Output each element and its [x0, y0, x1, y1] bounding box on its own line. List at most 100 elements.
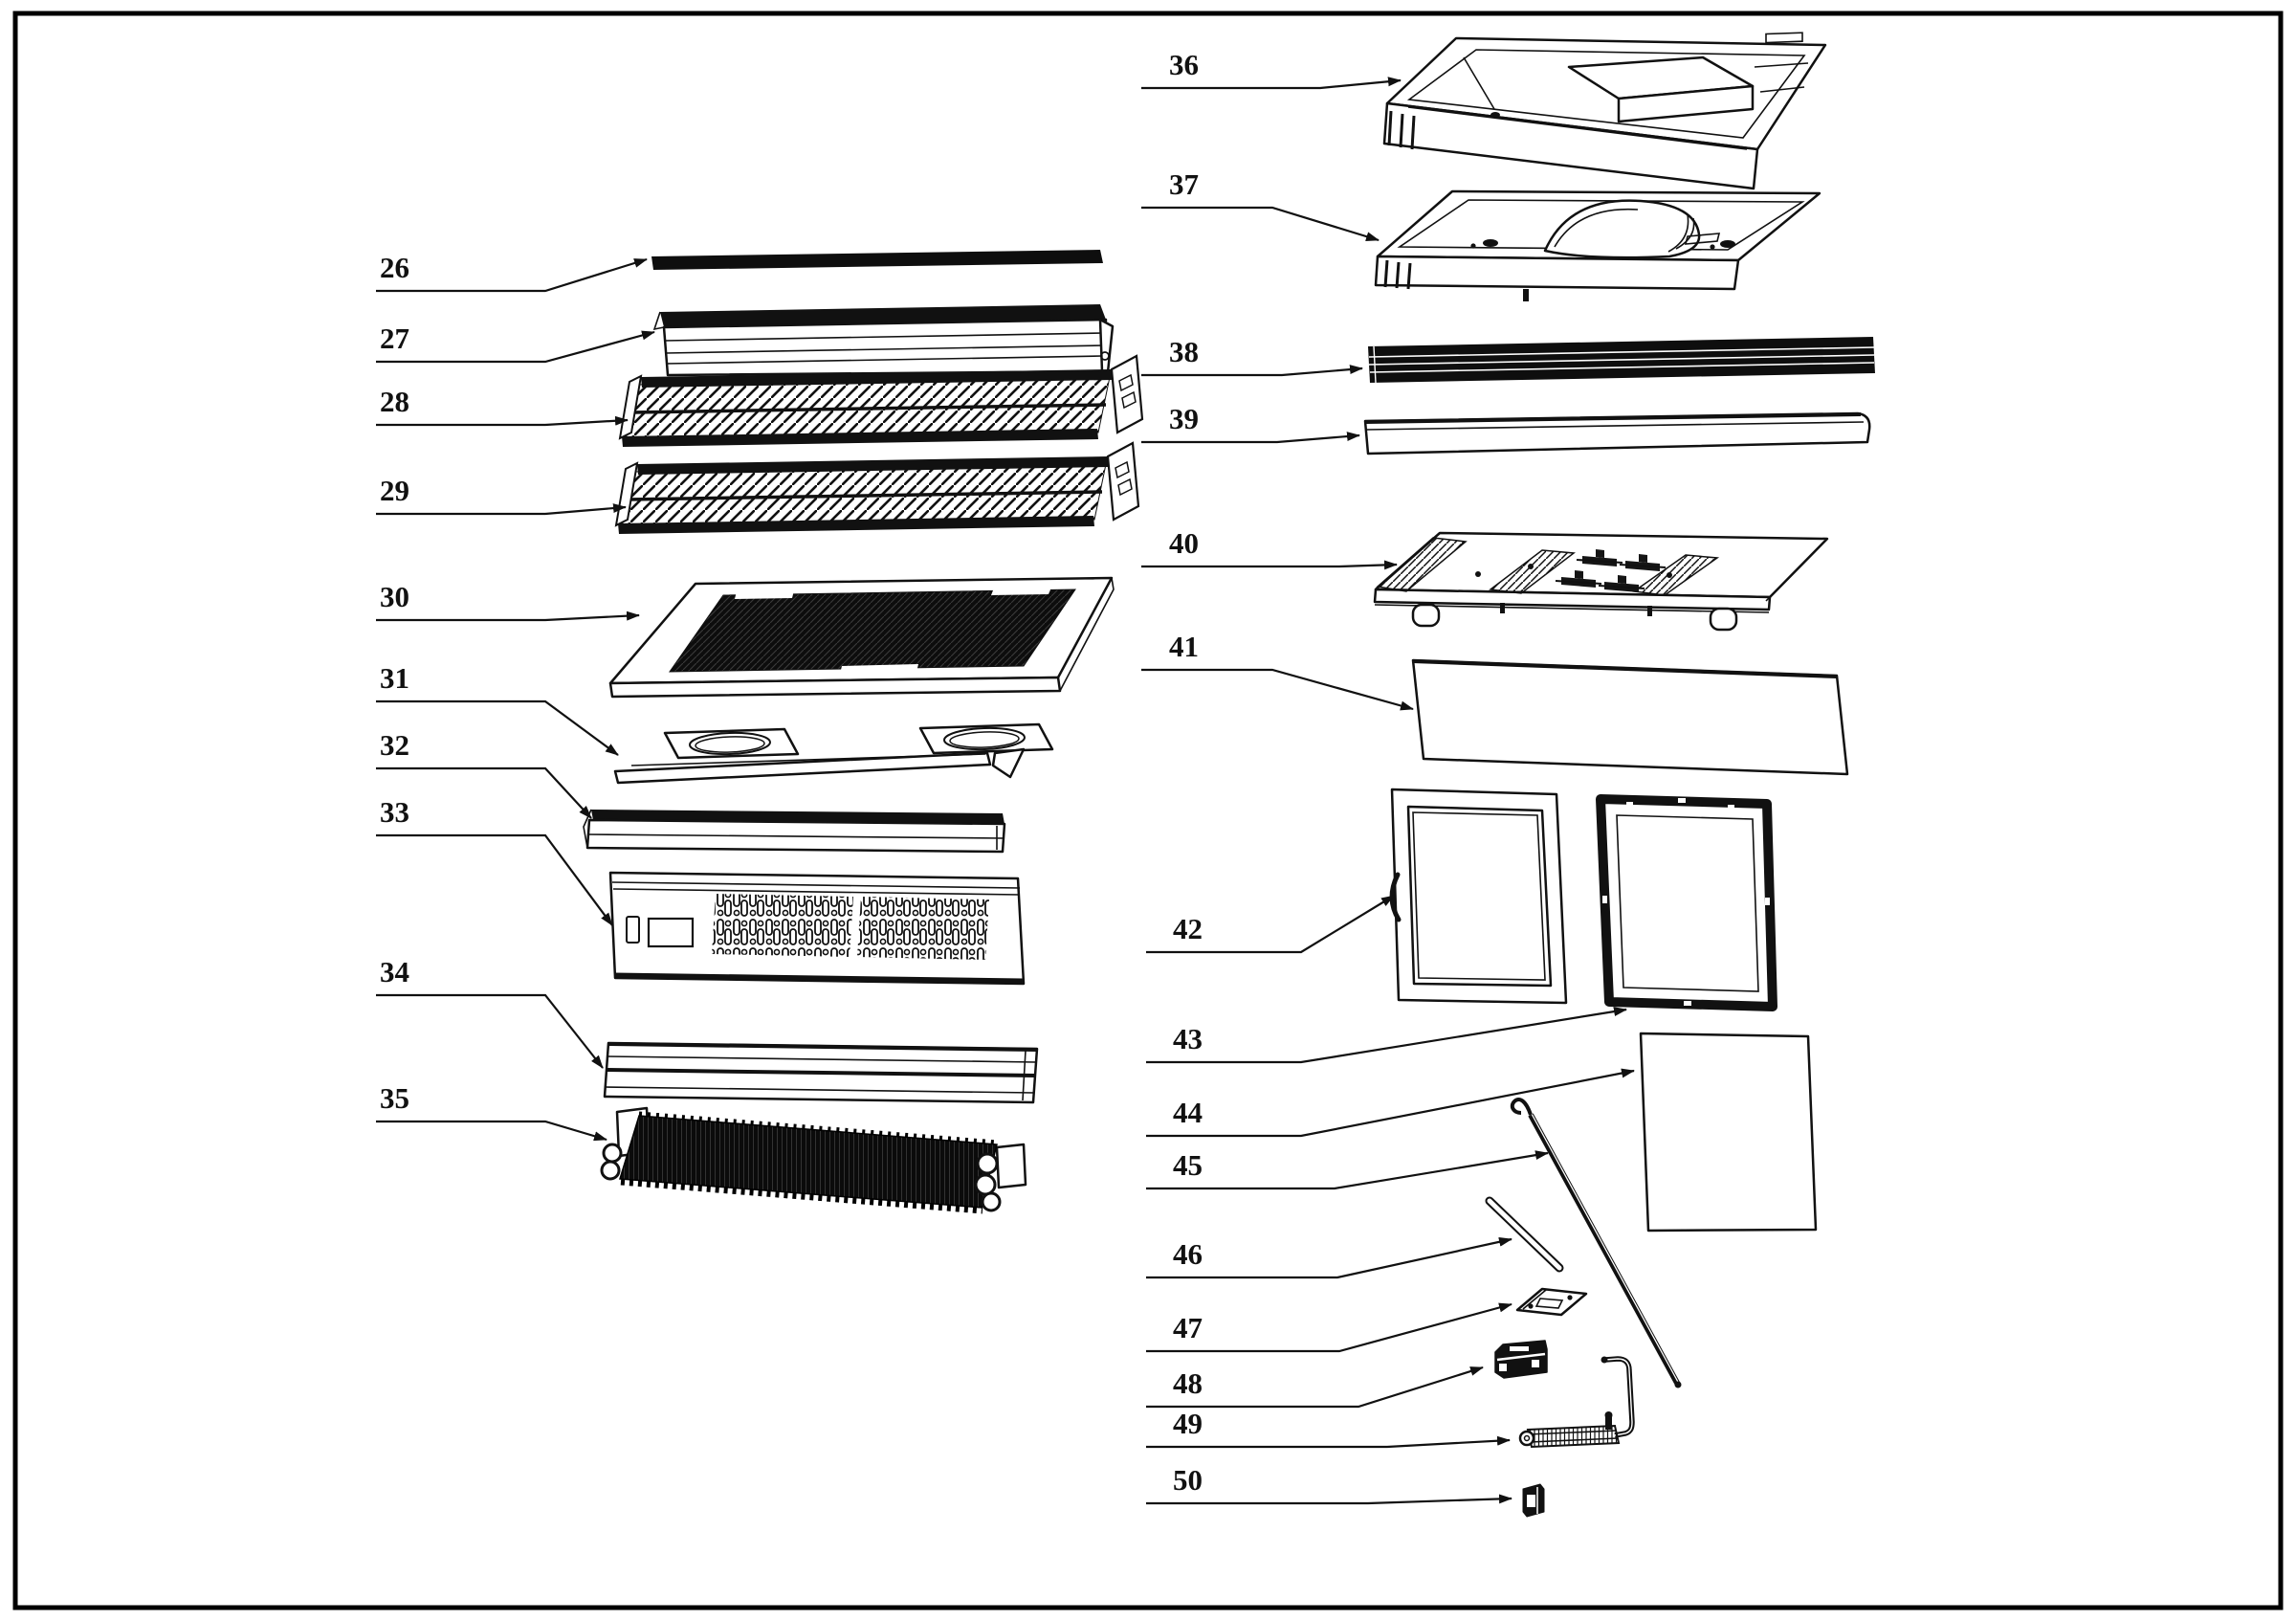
part-43-gasket-frame	[1596, 794, 1777, 1011]
leader-line-28	[376, 415, 629, 427]
part-label-34: 34	[380, 955, 409, 988]
leader-line-46	[1146, 1236, 1512, 1279]
callout-35: 35	[376, 1081, 607, 1142]
callout-39: 39	[1141, 402, 1360, 444]
leader-line-50	[1146, 1494, 1512, 1505]
part-39-light-rail	[1363, 411, 1871, 455]
part-30-grille-panel	[608, 576, 1115, 699]
part-42-door-with-handle	[1389, 788, 1568, 1005]
callout-49: 49	[1146, 1407, 1511, 1449]
callout-27: 27	[376, 322, 655, 364]
leader-line-42	[1146, 895, 1395, 954]
part-35-finned-coil	[600, 1106, 1027, 1214]
leader-line-40	[1141, 560, 1398, 570]
part-49-heater-element	[1518, 1356, 1635, 1449]
callout-41: 41	[1141, 630, 1414, 711]
leader-line-34	[376, 993, 604, 1069]
part-31-bracket-two-ports	[613, 722, 1054, 785]
leader-line-33	[376, 833, 613, 926]
part-41-sheet-panel	[1411, 658, 1849, 776]
part-label-37: 37	[1169, 167, 1199, 201]
part-label-39: 39	[1169, 402, 1199, 435]
leader-line-49	[1146, 1435, 1511, 1449]
part-label-43: 43	[1173, 1022, 1203, 1055]
part-label-29: 29	[380, 474, 409, 507]
callout-48: 48	[1146, 1366, 1484, 1409]
part-29-wire-shelf	[614, 441, 1140, 536]
leader-line-38	[1141, 365, 1363, 377]
callout-32: 32	[376, 728, 592, 819]
part-label-45: 45	[1173, 1148, 1203, 1182]
part-label-38: 38	[1169, 335, 1199, 368]
part-36-compartment-tray	[1382, 32, 1827, 190]
leader-line-45	[1146, 1150, 1549, 1190]
callout-43: 43	[1146, 1007, 1627, 1064]
part-47-mounting-plate	[1515, 1287, 1588, 1317]
leader-line-26	[376, 257, 648, 293]
part-label-42: 42	[1173, 912, 1203, 945]
part-48-small-box	[1494, 1340, 1548, 1379]
callout-30: 30	[376, 580, 640, 622]
leader-line-36	[1141, 77, 1402, 90]
leader-line-35	[376, 1120, 607, 1142]
part-label-36: 36	[1169, 48, 1199, 81]
part-32-profile-rail	[583, 809, 1006, 854]
callout-44: 44	[1146, 1068, 1635, 1138]
part-label-32: 32	[380, 728, 409, 762]
callout-47: 47	[1146, 1302, 1512, 1353]
callout-42: 42	[1146, 895, 1395, 954]
part-label-41: 41	[1169, 630, 1199, 663]
page-border-frame	[12, 11, 2284, 1610]
part-label-27: 27	[380, 322, 409, 355]
part-label-47: 47	[1173, 1311, 1203, 1344]
leader-line-37	[1141, 206, 1380, 242]
callout-37: 37	[1141, 167, 1380, 242]
leader-line-43	[1146, 1007, 1627, 1064]
part-label-31: 31	[380, 661, 409, 695]
part-label-44: 44	[1173, 1096, 1203, 1129]
leader-line-41	[1141, 668, 1414, 711]
part-33-vented-panel	[608, 871, 1026, 986]
part-label-49: 49	[1173, 1407, 1203, 1440]
callout-34: 34	[376, 955, 604, 1069]
part-26-tube	[651, 250, 1103, 270]
part-34-profile-rail	[603, 1041, 1039, 1104]
part-46-small-tube	[1485, 1196, 1564, 1273]
callout-45: 45	[1146, 1148, 1549, 1190]
part-label-50: 50	[1173, 1463, 1203, 1497]
leader-line-31	[376, 699, 619, 756]
callout-50: 50	[1146, 1463, 1512, 1505]
leader-line-30	[376, 611, 640, 622]
callout-31: 31	[376, 661, 619, 756]
leader-line-32	[376, 766, 592, 819]
part-label-30: 30	[380, 580, 409, 613]
part-label-26: 26	[380, 251, 409, 284]
part-label-28: 28	[380, 385, 409, 418]
part-44-glass-panel	[1639, 1032, 1818, 1232]
leader-line-29	[376, 503, 627, 516]
callout-46: 46	[1146, 1236, 1512, 1279]
callout-29: 29	[376, 474, 627, 516]
callout-26: 26	[376, 251, 648, 293]
part-40-base-chassis	[1373, 531, 1829, 632]
leader-line-44	[1146, 1068, 1635, 1138]
part-label-33: 33	[380, 795, 409, 829]
callout-28: 28	[376, 385, 629, 427]
part-label-48: 48	[1173, 1366, 1203, 1400]
part-45-capillary-rod	[1510, 1097, 1682, 1388]
callout-33: 33	[376, 795, 613, 926]
part-label-35: 35	[380, 1081, 409, 1115]
leader-line-27	[376, 330, 655, 364]
callout-40: 40	[1141, 526, 1398, 570]
part-27-profile-rail	[652, 304, 1115, 377]
callout-38: 38	[1141, 335, 1363, 377]
part-37-domed-tray	[1374, 189, 1821, 301]
leader-line-39	[1141, 432, 1360, 444]
part-label-40: 40	[1169, 526, 1199, 560]
leader-line-47	[1146, 1302, 1512, 1353]
leader-line-48	[1146, 1366, 1484, 1409]
part-38-dark-rail	[1368, 337, 1875, 384]
part-50-connector-block	[1522, 1483, 1545, 1518]
